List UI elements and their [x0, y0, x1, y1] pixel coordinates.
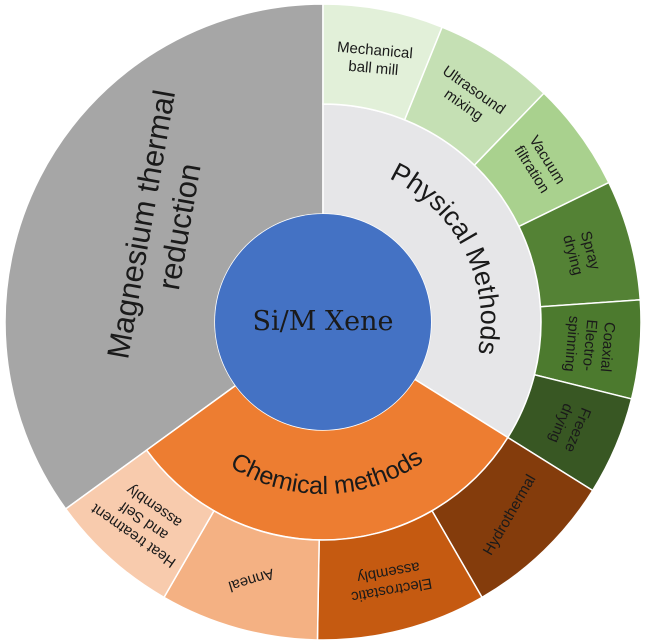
label-coaxial-electrospinning: CoaxialElectro-spinning: [561, 315, 619, 375]
label-mechanical-ball-mill: Mechanicalball mill: [335, 39, 414, 80]
center-circle: [215, 214, 431, 430]
segment-heat-treatment-self-assembly: [64, 449, 216, 599]
center-label: Si/M Xene: [252, 306, 393, 337]
